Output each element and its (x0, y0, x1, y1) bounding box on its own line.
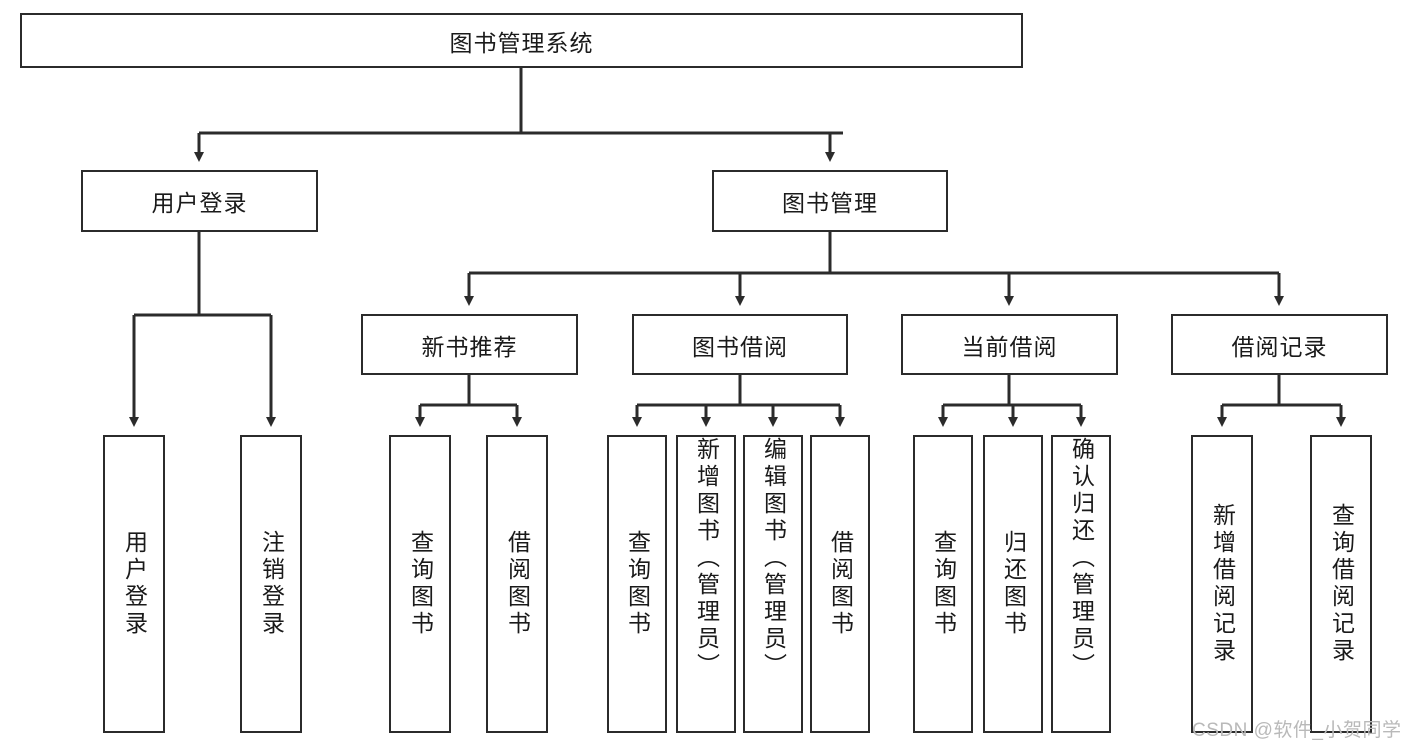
node-current-query-book[interactable]: 查询图书 (913, 435, 973, 733)
node-record-add[interactable]: 新增借阅记录 (1191, 435, 1253, 733)
node-user-login[interactable]: 用户登录 (81, 170, 318, 232)
node-borrow-record[interactable]: 借阅记录 (1171, 314, 1388, 375)
node-current-confirm-return[interactable]: 确认归还（管理员） (1051, 435, 1111, 733)
node-book-borrow[interactable]: 图书借阅 (632, 314, 848, 375)
node-borrow-add-book-label: 新增图书（管理员） (693, 437, 720, 680)
node-borrow-record-label: 借阅记录 (1231, 333, 1328, 360)
node-borrow-query-book[interactable]: 查询图书 (607, 435, 667, 733)
node-user-logout-label: 注销登录 (258, 530, 285, 638)
node-recommend-query-book-label: 查询图书 (407, 530, 434, 638)
node-borrow-query-book-label: 查询图书 (624, 530, 651, 638)
node-user-login-do-label: 用户登录 (121, 530, 148, 638)
node-root-label: 图书管理系统 (449, 29, 594, 56)
node-current-return-book-label: 归还图书 (1000, 530, 1027, 638)
node-new-book-recommend[interactable]: 新书推荐 (361, 314, 578, 375)
node-recommend-borrow-book[interactable]: 借阅图书 (486, 435, 548, 733)
node-borrow-add-book[interactable]: 新增图书（管理员） (676, 435, 736, 733)
node-record-add-label: 新增借阅记录 (1209, 503, 1236, 665)
node-current-borrow-label: 当前借阅 (961, 333, 1058, 360)
node-current-confirm-return-label: 确认归还（管理员） (1068, 437, 1095, 680)
node-borrow-edit-book-label: 编辑图书（管理员） (760, 437, 787, 680)
node-user-login-do[interactable]: 用户登录 (103, 435, 165, 733)
node-recommend-query-book[interactable]: 查询图书 (389, 435, 451, 733)
node-record-query-label: 查询借阅记录 (1328, 503, 1355, 665)
node-book-manage-label: 图书管理 (782, 190, 878, 216)
node-book-manage[interactable]: 图书管理 (712, 170, 948, 232)
node-borrow-borrow-book[interactable]: 借阅图书 (810, 435, 870, 733)
node-current-query-book-label: 查询图书 (930, 530, 957, 638)
node-book-borrow-label: 图书借阅 (692, 333, 788, 360)
node-borrow-edit-book[interactable]: 编辑图书（管理员） (743, 435, 803, 733)
watermark: CSDN @软件_小贺同学 (1192, 720, 1402, 741)
node-current-return-book[interactable]: 归还图书 (983, 435, 1043, 733)
node-current-borrow[interactable]: 当前借阅 (901, 314, 1118, 375)
node-user-logout[interactable]: 注销登录 (240, 435, 302, 733)
node-recommend-borrow-book-label: 借阅图书 (504, 530, 531, 638)
node-root[interactable]: 图书管理系统 (20, 13, 1023, 68)
node-user-login-label: 用户登录 (151, 190, 248, 216)
node-record-query[interactable]: 查询借阅记录 (1310, 435, 1372, 733)
node-new-book-recommend-label: 新书推荐 (421, 333, 518, 360)
node-borrow-borrow-book-label: 借阅图书 (827, 530, 854, 638)
